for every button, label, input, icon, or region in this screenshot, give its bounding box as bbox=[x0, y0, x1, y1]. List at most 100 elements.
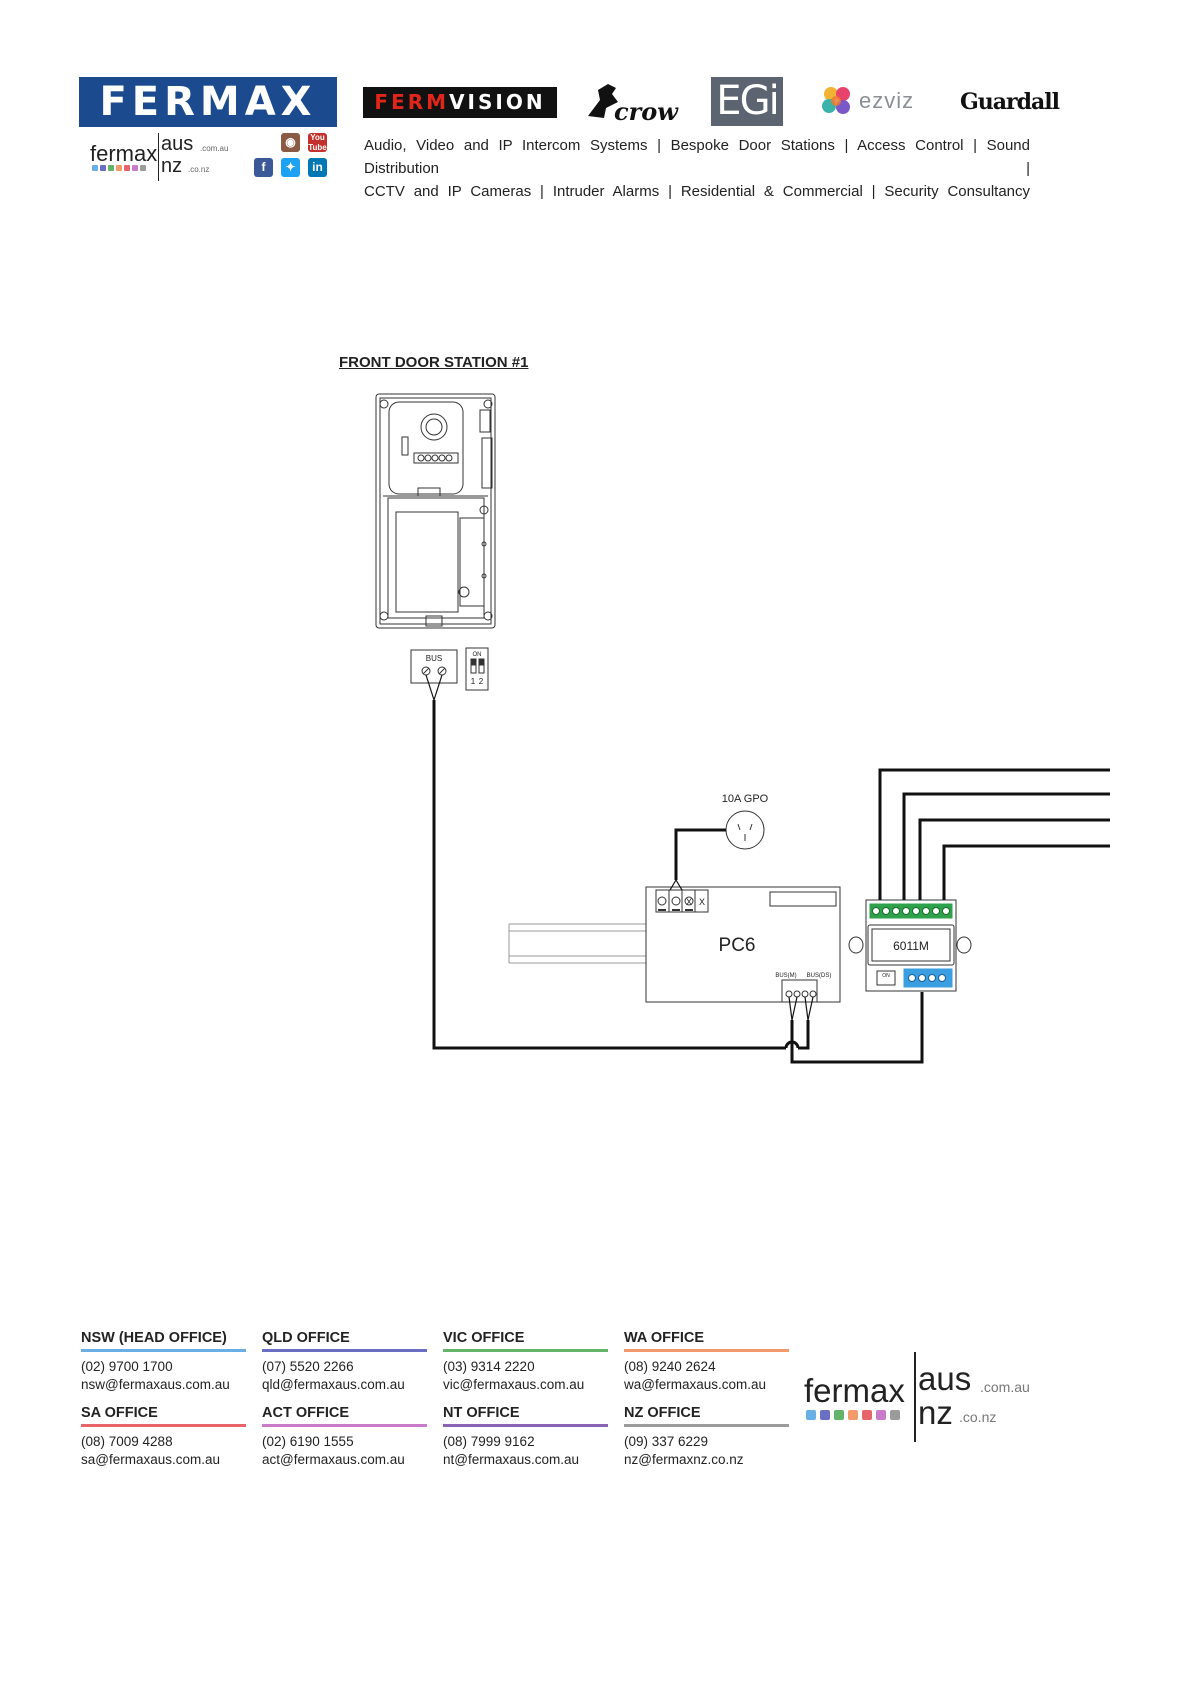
brand-dot bbox=[124, 165, 130, 171]
office-email[interactable]: nsw@fermaxaus.com.au bbox=[81, 1377, 230, 1392]
gpo-outlet bbox=[725, 810, 765, 850]
bus-terminal-block bbox=[410, 649, 458, 684]
module-on-label: ON bbox=[882, 973, 890, 979]
office-email[interactable]: act@fermaxaus.com.au bbox=[262, 1452, 405, 1467]
terminal-x-label-2: X bbox=[699, 897, 705, 907]
module-label: 6011M bbox=[893, 939, 929, 953]
office-act: ACT OFFICE (02) 6190 1555 act@fermaxaus.… bbox=[262, 1404, 427, 1469]
office-name: SA OFFICE bbox=[81, 1404, 246, 1427]
fermaxaus-small-logo: fermax aus .com.au nz .co.nz bbox=[90, 133, 240, 183]
office-phone[interactable]: (03) 9314 2220 bbox=[443, 1359, 535, 1374]
office-name: VIC OFFICE bbox=[443, 1329, 608, 1352]
office-email[interactable]: nz@fermaxnz.co.nz bbox=[624, 1452, 744, 1467]
brand-dot bbox=[890, 1410, 900, 1420]
gpo-label: 10A GPO bbox=[722, 793, 769, 805]
fermvision-logo: FERMVISION bbox=[363, 87, 557, 118]
crow-logo: crow bbox=[614, 97, 678, 126]
ezviz-flower-icon bbox=[819, 84, 857, 118]
brand-dot bbox=[834, 1410, 844, 1420]
office-phone[interactable]: (08) 7999 9162 bbox=[443, 1434, 535, 1449]
office-nz: NZ OFFICE (09) 337 6229 nz@fermaxnz.co.n… bbox=[624, 1404, 789, 1469]
brand-dot bbox=[862, 1410, 872, 1420]
terminal-x-label-1: X bbox=[686, 897, 692, 907]
tagline-line-2: CCTV and IP Cameras | Intruder Alarms | … bbox=[364, 183, 1030, 200]
dip-number-2: 2 bbox=[479, 677, 484, 686]
brand-name: fermax bbox=[804, 1372, 905, 1409]
pc6-bus-m-label: BUS(M) bbox=[775, 973, 796, 979]
brand-aus: aus bbox=[161, 133, 194, 155]
office-vic: VIC OFFICE (03) 9314 2220 vic@fermaxaus.… bbox=[443, 1329, 608, 1394]
pc6-bus-ds-label: BUS(DS) bbox=[807, 973, 832, 979]
brand-color-dots bbox=[92, 165, 146, 171]
door-station-title: FRONT DOOR STATION #1 bbox=[339, 354, 529, 371]
brand-aus-suffix: .com.au bbox=[980, 1379, 1030, 1395]
din-rail bbox=[508, 923, 646, 964]
office-email[interactable]: wa@fermaxaus.com.au bbox=[624, 1377, 767, 1392]
office-phone[interactable]: (08) 7009 4288 bbox=[81, 1434, 173, 1449]
brand-dot bbox=[100, 165, 106, 171]
office-email[interactable]: sa@fermaxaus.com.au bbox=[81, 1452, 221, 1467]
office-qld: QLD OFFICE (07) 5520 2266 qld@fermaxaus.… bbox=[262, 1329, 427, 1394]
office-phone[interactable]: (08) 9240 2624 bbox=[624, 1359, 716, 1374]
wiring bbox=[432, 700, 1110, 1064]
brand-dot bbox=[108, 165, 114, 171]
linkedin-icon[interactable]: in bbox=[308, 158, 327, 177]
office-name: ACT OFFICE bbox=[262, 1404, 427, 1427]
brand-dot bbox=[806, 1410, 816, 1420]
brand-divider bbox=[914, 1352, 916, 1442]
pc6-power-supply bbox=[645, 886, 841, 1003]
office-name: NSW (HEAD OFFICE) bbox=[81, 1329, 246, 1352]
office-phone[interactable]: (02) 9700 1700 bbox=[81, 1359, 173, 1374]
fermvision-logo-white: VISION bbox=[449, 90, 546, 114]
office-wa: WA OFFICE (08) 9240 2624 wa@fermaxaus.co… bbox=[624, 1329, 789, 1394]
brand-aus: aus bbox=[918, 1360, 972, 1397]
dip-switch bbox=[465, 647, 489, 691]
brand-divider bbox=[158, 133, 159, 181]
office-nt: NT OFFICE (08) 7999 9162 nt@fermaxaus.co… bbox=[443, 1404, 608, 1469]
bus-label: BUS bbox=[426, 654, 442, 663]
6011m-module bbox=[848, 899, 972, 992]
brand-dot bbox=[116, 165, 122, 171]
twitter-icon[interactable]: ✦ bbox=[281, 158, 300, 177]
tagline-line-1: Audio, Video and IP Intercom Systems | B… bbox=[364, 137, 1030, 177]
office-name: NZ OFFICE bbox=[624, 1404, 789, 1427]
dip-number-1: 1 bbox=[471, 677, 476, 686]
brand-dot bbox=[848, 1410, 858, 1420]
brand-name: fermax bbox=[90, 141, 158, 166]
fermaxaus-footer-logo: fermax aus .com.au nz .co.nz bbox=[804, 1352, 1044, 1444]
fermvision-logo-red: FERM bbox=[374, 90, 450, 114]
brand-aus-suffix: .com.au bbox=[200, 144, 229, 153]
office-email[interactable]: qld@fermaxaus.com.au bbox=[262, 1377, 405, 1392]
brand-dot bbox=[876, 1410, 886, 1420]
fermax-logo: FERMAX bbox=[79, 77, 337, 127]
wiring-diagram: BUS ON 1 2 10A GPO PC6 BUS(M) BUS(DS) 60… bbox=[375, 393, 1110, 1064]
pc6-label: PC6 bbox=[719, 935, 756, 956]
office-phone[interactable]: (02) 6190 1555 bbox=[262, 1434, 354, 1449]
brand-dot bbox=[132, 165, 138, 171]
egi-logo: EGi bbox=[711, 77, 783, 126]
office-name: NT OFFICE bbox=[443, 1404, 608, 1427]
office-nsw: NSW (HEAD OFFICE) (02) 9700 1700 nsw@fer… bbox=[81, 1329, 246, 1394]
brand-nz: nz bbox=[918, 1394, 953, 1431]
brand-dot bbox=[140, 165, 146, 171]
office-email[interactable]: vic@fermaxaus.com.au bbox=[443, 1377, 585, 1392]
office-name: QLD OFFICE bbox=[262, 1329, 427, 1352]
brand-color-dots bbox=[806, 1410, 900, 1420]
office-phone[interactable]: (07) 5520 2266 bbox=[262, 1359, 354, 1374]
ezviz-logo: ezviz bbox=[859, 88, 915, 113]
office-email[interactable]: nt@fermaxaus.com.au bbox=[443, 1452, 580, 1467]
brand-nz-suffix: .co.nz bbox=[959, 1409, 997, 1425]
brand-dot bbox=[820, 1410, 830, 1420]
crow-bird-icon bbox=[586, 80, 618, 120]
facebook-icon[interactable]: f bbox=[254, 158, 273, 177]
company-tagline: Audio, Video and IP Intercom Systems | B… bbox=[364, 134, 1030, 203]
brand-nz-suffix: .co.nz bbox=[188, 165, 210, 174]
office-name: WA OFFICE bbox=[624, 1329, 789, 1352]
dip-on-label: ON bbox=[473, 652, 482, 658]
instagram-icon[interactable]: ◉ bbox=[281, 133, 300, 152]
office-phone[interactable]: (09) 337 6229 bbox=[624, 1434, 709, 1449]
brand-dot bbox=[92, 165, 98, 171]
brand-nz: nz bbox=[161, 155, 183, 177]
door-station-unit bbox=[375, 393, 496, 629]
